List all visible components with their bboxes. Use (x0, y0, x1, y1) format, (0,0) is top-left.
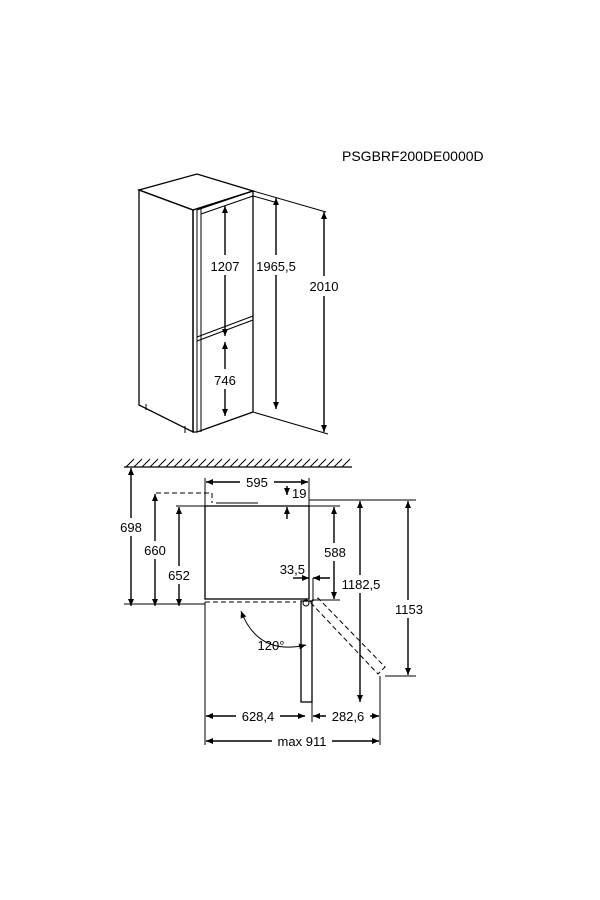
freezer-door-height-label: 746 (214, 373, 236, 388)
open-door-120-dashed (309, 597, 386, 675)
diagonal-with-door-label: 1182,5 (342, 577, 381, 592)
body-height-label: 1965,5 (256, 259, 296, 274)
max-depth-door-open-label: 1153 (395, 602, 423, 617)
door-width-label: 588 (324, 545, 346, 560)
door-swing-arc (240, 610, 307, 650)
fridge-perspective: 1207 746 1965,5 2010 (136, 173, 343, 435)
hinge-offset-label: 33,5 (280, 562, 305, 577)
cabinet-side-face (138, 189, 194, 434)
total-height-label: 2010 (310, 279, 339, 294)
width-body-side-label: 628,4 (242, 709, 275, 724)
depth-with-door-label: 660 (144, 543, 166, 558)
fridge-door-height-label: 1207 (211, 259, 240, 274)
fridge-top-view: 120° 698 660 652 595 19 588 (116, 458, 426, 749)
wall-hatching (125, 458, 351, 468)
width-label: 595 (246, 475, 268, 490)
width-door-side-label: 282,6 (332, 709, 365, 724)
cabinet-top-outline (204, 505, 310, 600)
door-angle-label: 120° (258, 638, 285, 653)
open-door-90 (300, 600, 313, 703)
max-width-door-open-label: max 911 (278, 734, 327, 749)
door-front (192, 190, 254, 433)
model-code: PSGBRF200DE0000D (342, 148, 484, 164)
cabinet-top-face (136, 173, 256, 211)
body-depth-label: 652 (168, 568, 190, 583)
rear-gap-label: 19 (292, 486, 306, 501)
depth-with-clearance-label: 698 (120, 520, 142, 535)
